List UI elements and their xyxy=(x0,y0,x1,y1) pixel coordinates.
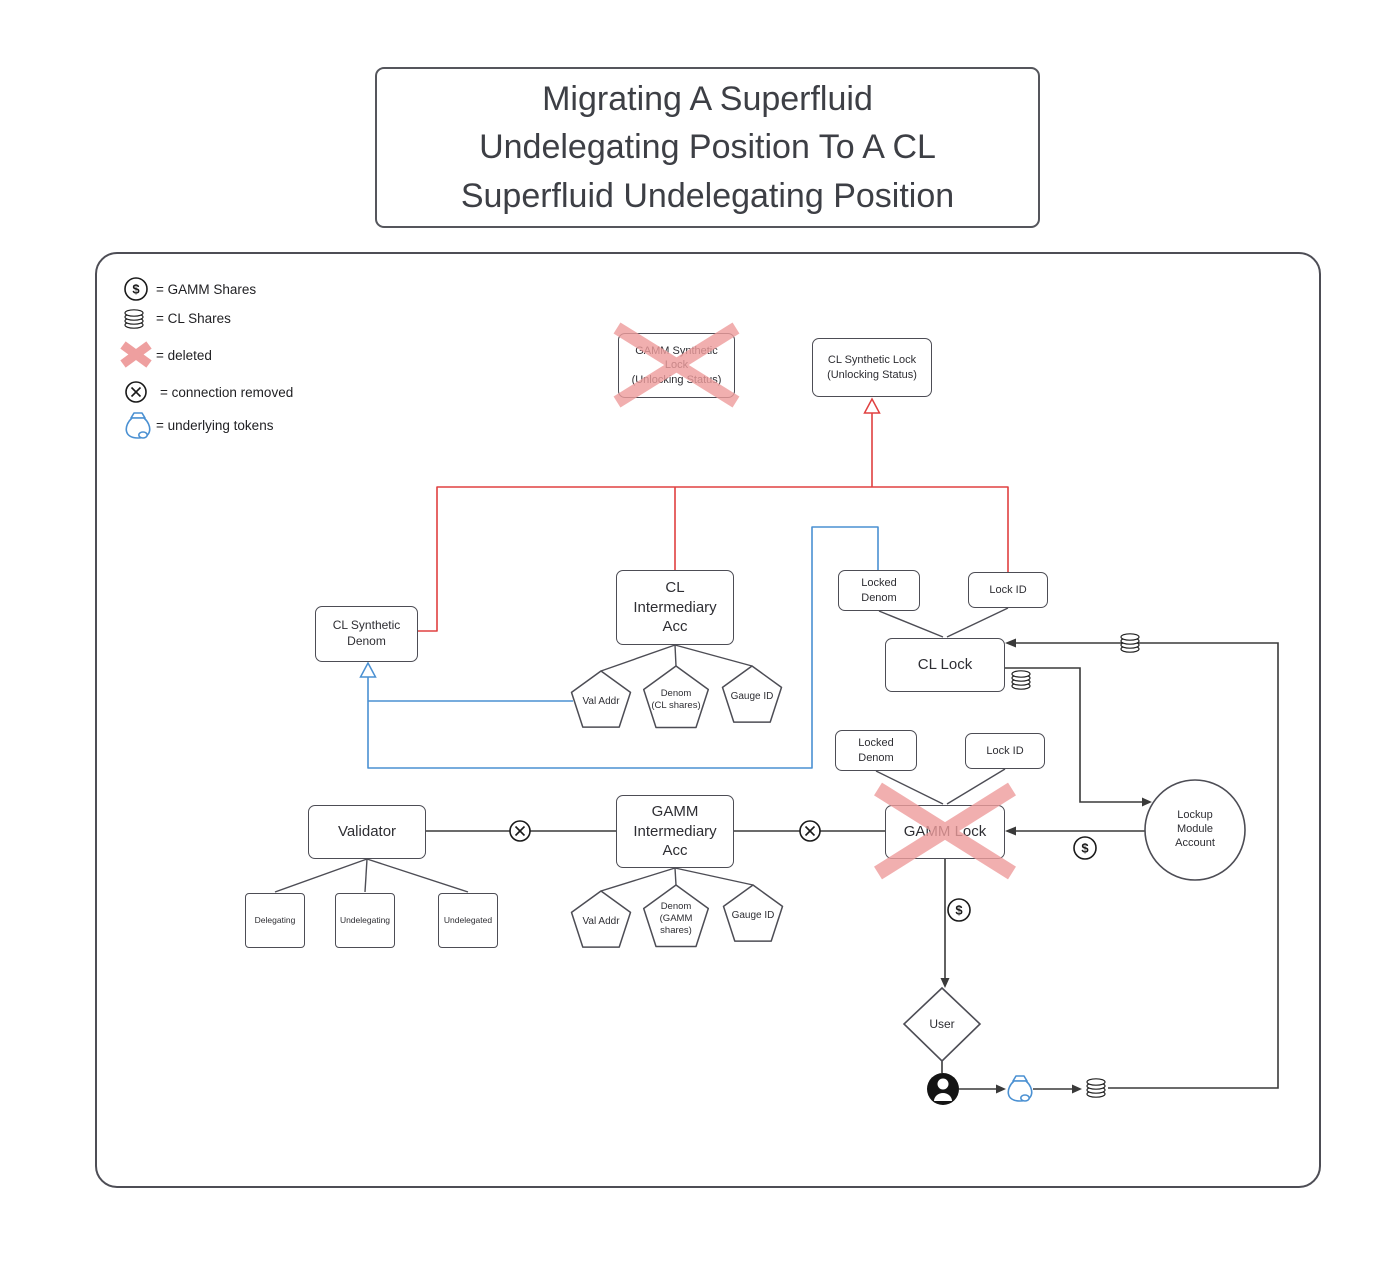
node-cl-synthetic-denom: CL Synthetic Denom xyxy=(315,606,418,662)
legend-dollar-circle-icon xyxy=(124,277,148,301)
diagram-title: Migrating A Superfluid Undelegating Posi… xyxy=(375,67,1040,228)
node-lock-id-cl: Lock ID xyxy=(968,572,1048,608)
node-undelegated: Undelegated xyxy=(438,893,498,948)
legend-circle-x-icon xyxy=(125,381,147,403)
red-open-arrowhead xyxy=(863,397,881,414)
label-gauge-id-cl: Gauge ID xyxy=(730,690,774,702)
cl-shares-icon-bottom xyxy=(1086,1078,1106,1098)
legend-label-underlying-tokens: = underlying tokens xyxy=(156,417,274,433)
connection-removed-icon-left xyxy=(509,820,531,842)
label-gauge-id-gamm: Gauge ID xyxy=(731,909,775,921)
lockup-module-account-circle xyxy=(1144,779,1246,881)
pentagon-gauge-cl xyxy=(721,665,783,723)
connector-validator-delegating xyxy=(274,858,368,893)
connector-coins-cl-lock xyxy=(1016,642,1279,1089)
connector-cia-val-addr xyxy=(600,644,676,672)
connector-locked-denom-cl-lock xyxy=(878,610,944,638)
node-cl-lock: CL Lock xyxy=(885,638,1005,692)
black-connectors xyxy=(426,642,1279,1090)
cl-shares-icon-cl-lock xyxy=(1011,670,1031,690)
user-diamond xyxy=(902,986,982,1063)
blue-open-arrowhead xyxy=(359,661,377,678)
connector-gia-gauge xyxy=(674,867,754,886)
connector-validator-undelegating xyxy=(364,858,368,893)
node-undelegating: Undelegating xyxy=(335,893,395,948)
connector-gia-denom xyxy=(674,867,677,886)
legend-label-deleted: = deleted xyxy=(156,347,212,363)
arrowhead-into-user xyxy=(940,978,950,988)
connector-cia-denom xyxy=(674,644,677,667)
legend-label-connection-removed: = connection removed xyxy=(160,384,294,400)
node-gamm-synthetic-lock: GAMM Synthetic Lock (Unlocking Status) xyxy=(618,333,735,398)
blue-path-locked-denom-to-synthetic-denom xyxy=(367,526,879,769)
blue-connectors xyxy=(367,526,879,769)
node-validator: Validator xyxy=(308,805,426,859)
underlying-tokens-icon-bottom xyxy=(1007,1075,1033,1102)
pentagon-denom-cl xyxy=(642,665,710,729)
node-cl-intermediary-acc: CL Intermediary Acc xyxy=(616,570,734,645)
arrowhead-into-cl-lock xyxy=(1005,638,1016,648)
cl-shares-icon-into-cl-lock xyxy=(1120,633,1140,653)
pentagon-denom-gamm xyxy=(642,884,710,948)
connector-locked-denom-gamm-lock xyxy=(875,770,944,805)
connector-gia-val-addr xyxy=(600,867,676,892)
arrowhead-into-lockup xyxy=(1142,797,1152,807)
pentagon-val-addr-gamm xyxy=(570,890,632,948)
connector-validator-undelegated xyxy=(366,858,469,893)
gamm-shares-icon-user xyxy=(947,898,971,922)
node-cl-synthetic-lock: CL Synthetic Lock (Unlocking Status) xyxy=(812,338,932,397)
legend-coin-stack-icon xyxy=(124,309,144,329)
arrowhead-into-coins xyxy=(1072,1084,1082,1094)
pentagon-val-addr-cl xyxy=(570,670,632,728)
label-user: User xyxy=(929,1016,955,1031)
arrowhead-into-gamm-lock xyxy=(1005,826,1016,836)
connection-removed-icon-right xyxy=(799,820,821,842)
legend-pink-cross-icon xyxy=(120,341,152,368)
connector-cl-lock-lockup xyxy=(1005,667,1142,803)
node-lock-id-gamm: Lock ID xyxy=(965,733,1045,769)
red-trunk-denom-lockid xyxy=(418,486,1009,632)
node-locked-denom-gamm: Locked Denom xyxy=(835,730,917,771)
legend-money-bag-icon xyxy=(125,412,151,439)
legend-label-gamm-shares: = GAMM Shares xyxy=(156,281,257,297)
label-val-addr-cl: Val Addr xyxy=(582,695,620,707)
label-denom-gamm-shares: Denom (GAMM shares) xyxy=(659,901,693,936)
red-connectors xyxy=(418,413,1009,632)
pentagon-shapes xyxy=(570,665,784,948)
node-gamm-intermediary-acc: GAMM Intermediary Acc xyxy=(616,795,734,868)
label-val-addr-gamm: Val Addr xyxy=(582,915,620,927)
person-icon xyxy=(927,1073,959,1105)
label-lockup-module-account: Lockup Module Account xyxy=(1175,809,1215,849)
diagram-panel xyxy=(95,252,1321,1188)
connector-lock-id-gamm-lock xyxy=(946,768,1006,805)
connector-cia-gauge xyxy=(674,644,753,667)
node-gamm-lock: GAMM Lock xyxy=(885,805,1005,859)
pentagon-gauge-gamm xyxy=(722,884,784,942)
gamm-shares-icon-lockup xyxy=(1073,836,1097,860)
connector-lock-id-cl-lock xyxy=(946,607,1009,638)
node-locked-denom-cl: Locked Denom xyxy=(838,570,920,611)
node-delegating: Delegating xyxy=(245,893,305,948)
arrowhead-into-bag xyxy=(996,1084,1006,1094)
label-denom-cl-shares: Denom (CL shares) xyxy=(651,688,701,711)
legend-label-cl-shares: = CL Shares xyxy=(156,310,231,326)
